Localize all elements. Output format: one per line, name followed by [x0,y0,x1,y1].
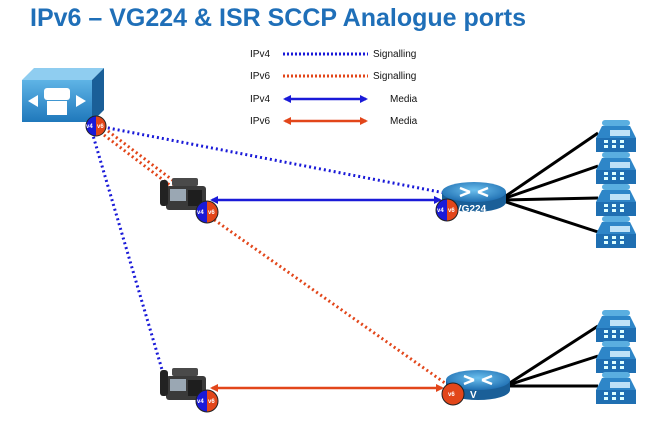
cucm-badge-v6: v6 [97,124,104,130]
cucm-badge: v4 v6 [85,115,107,137]
legend-label-ipv4-signalling: IPv4 [250,49,270,60]
analog-phone-icon [596,372,636,404]
phone-bottom-badge-v4: v4 [197,399,204,405]
isr-label: V [470,390,477,401]
analog-phone-icon [596,152,636,184]
analogue-lines-isr [504,324,599,388]
cucm-badge-v4: v4 [86,124,93,130]
phone-top-badge-v6: v6 [208,210,215,216]
phone-top-badge: v4 v6 [195,200,219,224]
analog-phone-icon [596,310,636,342]
analog-phone-icon [596,216,636,248]
isr-badge: v6 [441,382,465,406]
ipv4-signalling-cucm-to-phone-bottom [90,131,170,391]
vg224-badge-v6: v6 [448,208,455,214]
vg224-label: VG224 [455,204,487,215]
phone-top-badge-v4: v4 [197,210,204,216]
isr-badge-v6: v6 [448,392,455,398]
analog-phone-icon [596,341,636,373]
vg224-badge: v4 v6 [435,198,459,222]
phone-bottom-badge: v4 v6 [195,389,219,413]
legend: IPv4 Signalling IPv6 Signalling IPv4 Med… [250,49,418,127]
legend-label-ipv6-media: IPv6 [250,116,270,127]
legend-type-ipv4-media: Media [390,94,418,105]
call-manager-icon [22,68,104,122]
legend-label-ipv4-media: IPv4 [250,94,270,105]
legend-type-ipv6-signalling: Signalling [373,71,416,82]
phone-bottom-badge-v6: v6 [208,399,215,405]
ipv6-signalling-cucm-to-phone-top-b [103,126,205,206]
analogue-lines-vg224 [499,131,599,234]
ipv6-signalling-cucm-to-phone-top-a [99,130,201,210]
page-title: IPv6 – VG224 & ISR SCCP Analogue ports [30,4,526,32]
legend-type-ipv4-signalling: Signalling [373,49,416,60]
legend-type-ipv6-media: Media [390,116,418,127]
analog-phone-icon [596,184,636,216]
analog-phone-icon [596,120,636,152]
ipv4-signalling-cucm-to-vg224 [97,124,451,196]
legend-label-ipv6-signalling: IPv6 [250,71,270,82]
vg224-badge-v4: v4 [437,208,444,214]
ipv6-signalling-phone-to-isr [205,212,453,390]
